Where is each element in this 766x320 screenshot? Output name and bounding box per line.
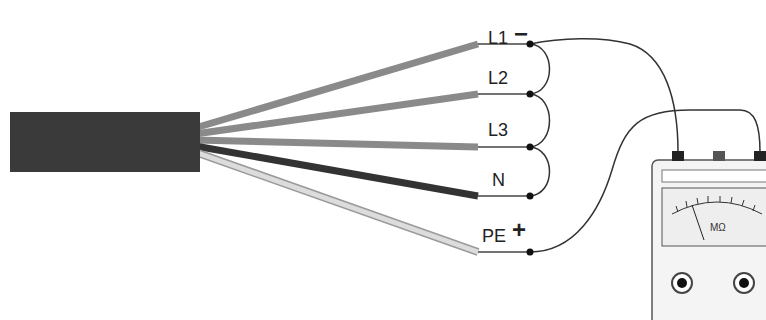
conductor-name: L3 [488, 120, 508, 140]
core-pe [195, 152, 478, 252]
conductor-name: PE [482, 226, 506, 246]
core-pe-outline [195, 152, 478, 252]
meter-unit: MΩ [710, 222, 726, 234]
core-l2 [195, 94, 478, 134]
conductor-name: L2 [488, 68, 508, 88]
jumper-loops [530, 44, 550, 196]
conductor-name: N [492, 170, 505, 190]
conductor-name: L1 [488, 28, 508, 48]
terminal-dots [527, 41, 534, 256]
megohmmeter [652, 151, 766, 320]
wire-cores [195, 44, 478, 252]
cable-sheath [10, 112, 200, 172]
core-l3 [195, 140, 478, 147]
polarity-sign: − [514, 24, 528, 44]
polarity-sign: + [512, 220, 526, 240]
terminal-leads [478, 44, 530, 252]
